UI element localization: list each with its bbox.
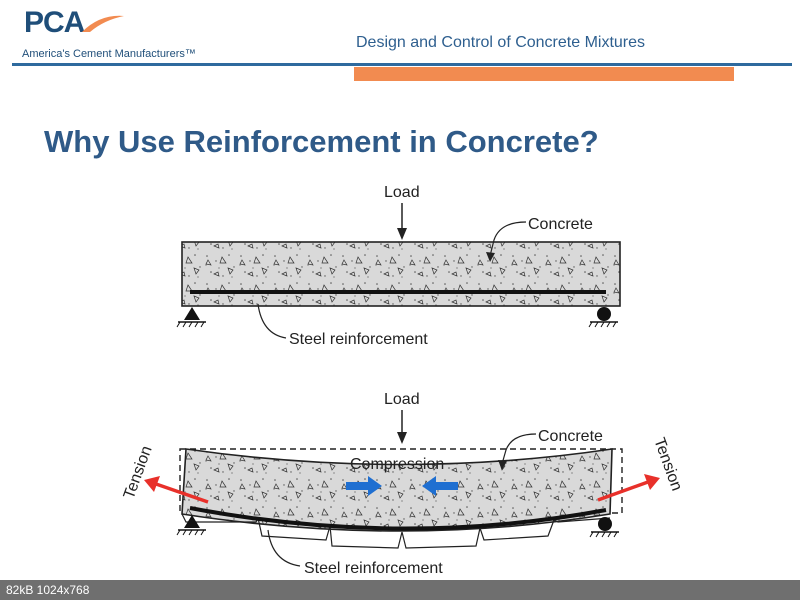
bottom-beam-diagram: Load Concrete Compression Tension Tensio… [121,391,685,577]
reinforcement-diagram: Load Concrete Steel reinforcement Load C… [121,184,685,577]
status-bar: 82kB 1024x768 [0,580,800,600]
tension-arrow-left-icon [155,482,209,504]
top-beam-diagram: Load Concrete Steel reinforcement [176,184,621,348]
top-steel-leader [257,303,287,339]
top-concrete-leader-arrow-icon [486,252,495,262]
bottom-concrete-label: Concrete [538,428,603,445]
top-concrete-label: Concrete [528,216,593,233]
compression-arrow-left-icon [422,476,458,496]
logo-swoosh-icon [82,15,124,32]
tension-right-label: Tension [650,436,685,494]
crack-segments [181,513,611,549]
header-divider [12,63,792,66]
top-roller-support-icon [597,307,611,321]
header-accent-bar [354,67,734,81]
top-concrete-beam [181,241,621,307]
compression-arrow-right-icon [346,476,382,496]
original-beam-outline [179,448,623,514]
top-pin-support-icon [184,307,200,320]
bottom-roller-support-icon [598,517,612,531]
tension-arrow-right-icon [597,480,649,502]
bottom-load-label: Load [384,391,420,408]
logo-text: PCA [24,6,85,39]
top-concrete-leader [489,221,527,257]
pca-logo: PCA America's Cement Manufacturers™ [18,4,218,64]
bottom-steel-bar [189,506,607,531]
top-load-label: Load [384,184,420,201]
tension-left-label: Tension [121,444,156,502]
header-title: Design and Control of Concrete Mixtures [356,34,646,51]
bottom-pin-support-icon [184,515,200,528]
top-steel-label: Steel reinforcement [289,331,428,348]
logo-tagline: America's Cement Manufacturers™ [22,48,196,60]
bottom-steel-label: Steel reinforcement [304,560,443,577]
bottom-concrete-beam [181,448,613,532]
slide-title: Why Use Reinforcement in Concrete? [44,124,599,159]
top-load-arrowhead-icon [397,228,407,240]
bottom-steel-leader [267,529,301,567]
compression-label: Compression [350,456,444,473]
